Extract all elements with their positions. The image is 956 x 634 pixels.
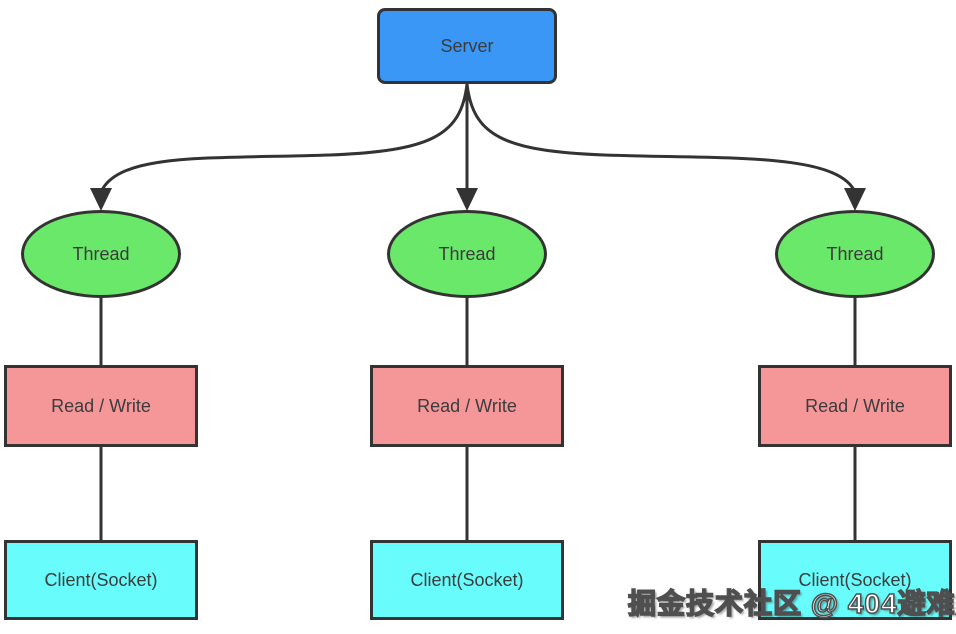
arrowhead-thread-right xyxy=(844,188,866,211)
readwrite-node-right: Read / Write xyxy=(758,365,952,447)
readwrite-node-middle: Read / Write xyxy=(370,365,564,447)
thread-node-left: Thread xyxy=(21,210,181,298)
client-node-left: Client(Socket) xyxy=(4,540,198,620)
client-node-middle: Client(Socket) xyxy=(370,540,564,620)
client-node-right: Client(Socket) xyxy=(758,540,952,620)
edge-server-to-thread-left xyxy=(99,82,469,194)
readwrite-node-left: Read / Write xyxy=(4,365,198,447)
arrowhead-thread-middle xyxy=(456,188,478,211)
thread-node-middle: Thread xyxy=(387,210,547,298)
server-node: Server xyxy=(377,8,557,84)
edge-server-to-thread-right xyxy=(465,82,857,194)
thread-node-right: Thread xyxy=(775,210,935,298)
arrowhead-thread-left xyxy=(90,188,112,211)
